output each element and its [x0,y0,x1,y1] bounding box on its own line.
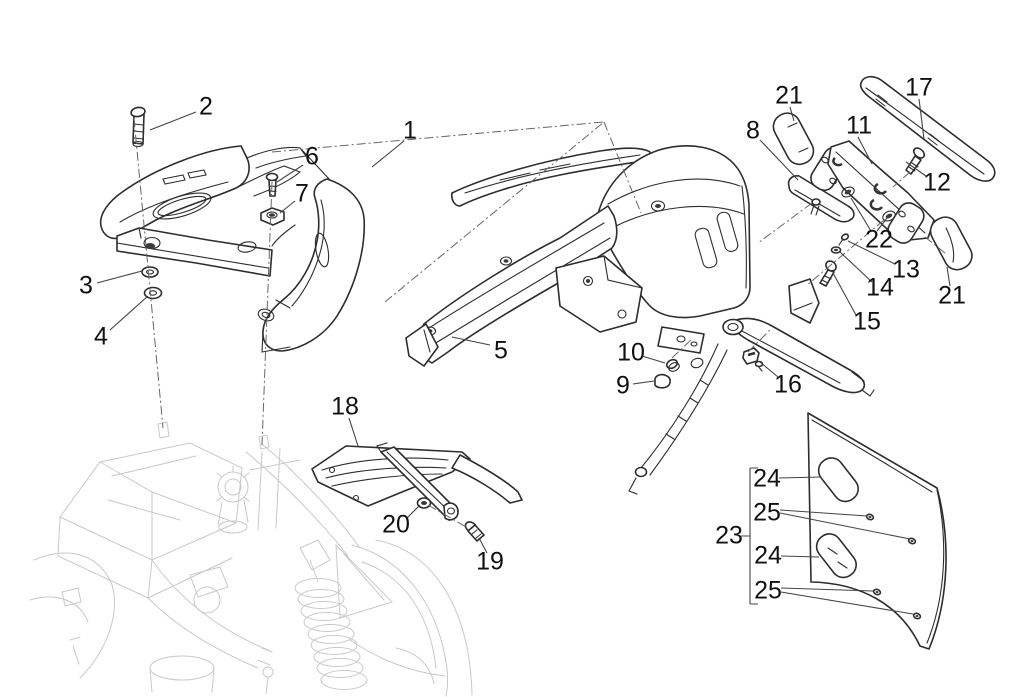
part-label-16: 16 [774,370,802,399]
part-label-1: 1 [403,116,417,145]
part-label-21-bottom: 21 [938,281,966,310]
part-label-21-top: 21 [775,81,803,110]
part-label-2: 2 [199,92,213,121]
part-label-9: 9 [616,371,630,400]
part-label-18: 18 [331,392,359,421]
grommets-22 [841,186,896,222]
part-label-13: 13 [892,255,920,284]
part-label-10: 10 [617,338,645,367]
part-label-7: 7 [295,179,309,208]
bolt-15 [819,260,837,287]
callout-leader-lines [96,98,951,615]
nut-7 [260,207,285,226]
part-label-11: 11 [846,111,872,140]
clip-16 [742,347,764,372]
screw-6 [265,172,279,197]
part-label-25-top: 25 [753,498,781,527]
plate-bracket-11 [810,140,935,244]
part-label-23: 23 [715,521,743,550]
part-label-24-top: 24 [753,464,781,493]
washer-10 [665,358,680,372]
washer-4 [143,286,163,300]
rear-rack-assembly [99,106,366,353]
part-label-5: 5 [494,336,508,365]
nut-20 [416,497,432,509]
part-label-12: 12 [923,168,951,197]
part-label-15: 15 [853,307,881,336]
pad-24-top [817,457,859,503]
part-label-6: 6 [305,142,319,171]
part-label-3: 3 [79,271,93,300]
group-bracket-23 [741,467,758,605]
washer-3 [141,266,159,278]
engine-reference-drawing [29,421,473,697]
mudflap-panel-23 [741,412,947,650]
screw-2 [130,106,146,148]
pad-24-bottom [815,533,857,579]
heat-shield-part-18 [311,442,523,542]
rear-fender-part-5 [405,145,875,495]
cap-9 [654,373,671,389]
part-label-20: 20 [382,510,410,539]
nut-14 [830,246,842,254]
part-label-25-bottom: 25 [754,576,782,605]
rubber-pad-21-top [772,112,815,166]
bolt-19 [464,521,485,542]
pin-13 [838,233,850,246]
shock-spring [294,578,368,690]
assembly-axis-lines [133,117,946,529]
part-label-19: 19 [476,547,504,576]
part-label-24-bottom: 24 [754,541,782,570]
part-label-14: 14 [866,273,894,302]
part-label-8: 8 [746,116,760,145]
part-label-22: 22 [865,225,893,254]
rubber-pad-21-bottom [929,216,973,271]
plate-17 [859,75,996,182]
part-label-17: 17 [905,73,933,102]
part-label-4: 4 [94,322,108,351]
screw-12 [905,147,926,175]
